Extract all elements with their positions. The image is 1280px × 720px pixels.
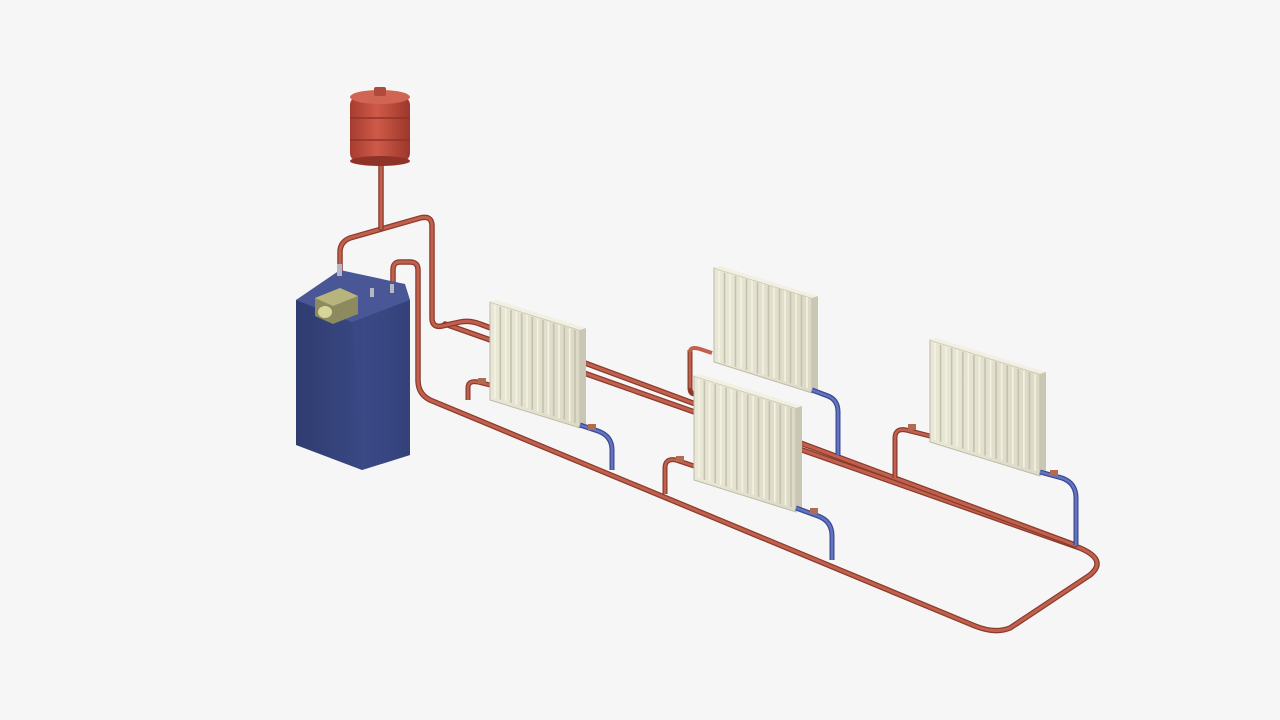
boiler	[296, 264, 410, 470]
radiator-1-fins	[494, 305, 576, 423]
radiator-3-fins	[698, 379, 792, 507]
radiator-4	[892, 338, 1079, 545]
radiator-2	[687, 266, 841, 455]
expansion-vessel	[350, 87, 410, 166]
radiator-1	[465, 300, 615, 470]
radiator-2-fins	[718, 271, 808, 388]
radiator-3	[662, 374, 835, 560]
radiator-4-fins	[934, 343, 1036, 471]
return-pipe	[390, 259, 1100, 634]
flow-pipe	[337, 157, 1078, 548]
boiler-burner-icon	[315, 288, 358, 324]
